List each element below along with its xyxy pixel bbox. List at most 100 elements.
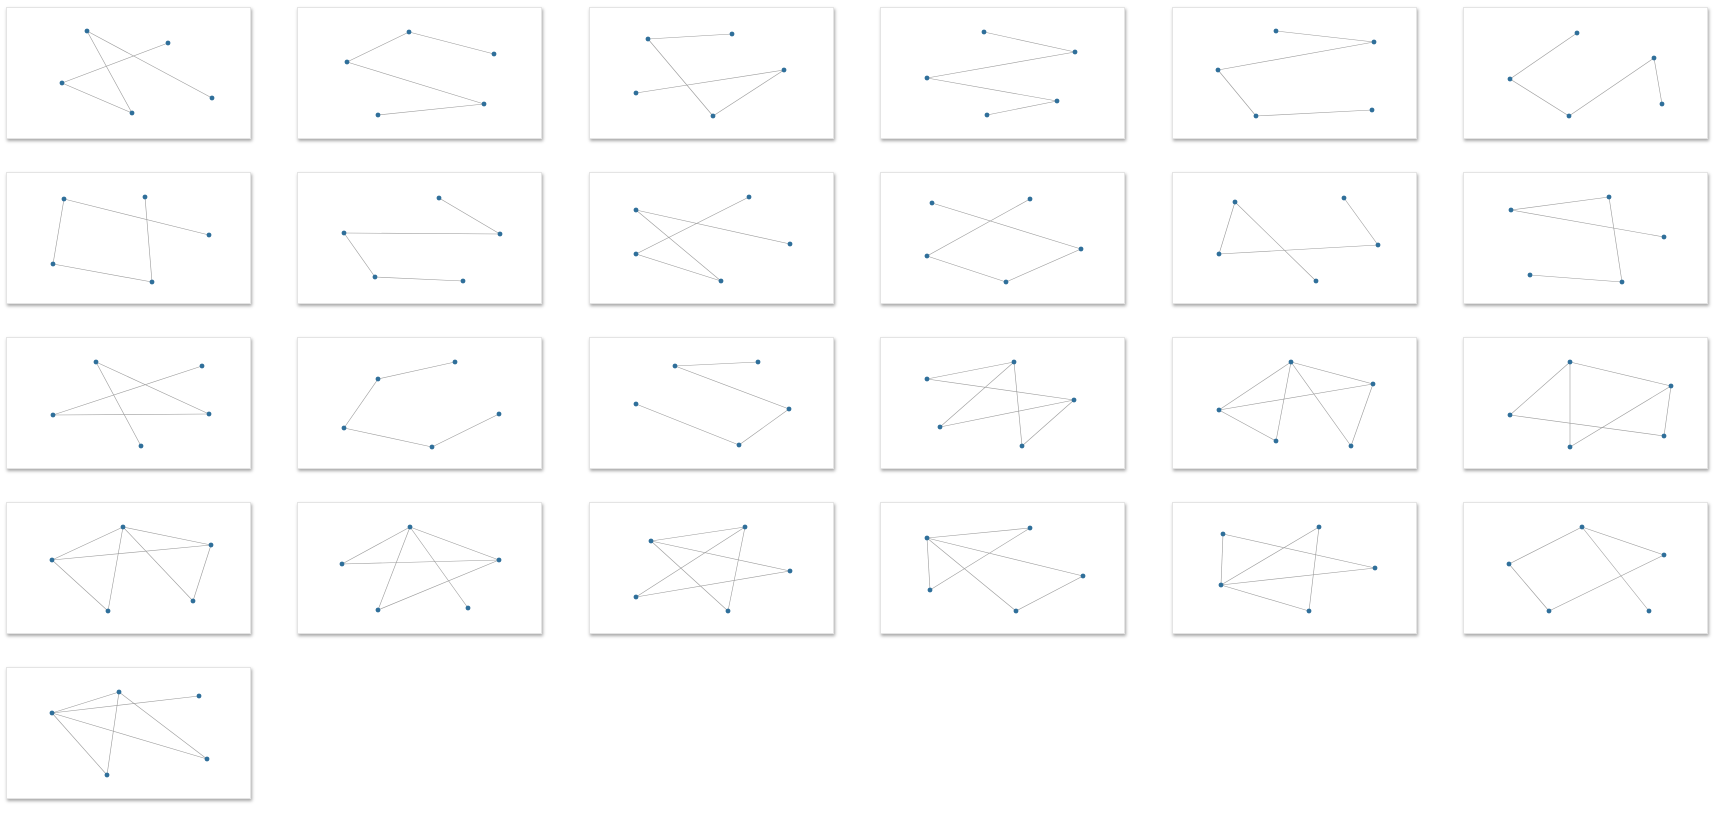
graph-node[interactable] <box>787 241 793 247</box>
graph-node[interactable] <box>786 406 792 412</box>
graph-node[interactable] <box>929 200 935 206</box>
graph-thumbnail[interactable] <box>1463 7 1708 139</box>
graph-node[interactable] <box>1507 76 1513 82</box>
graph-node[interactable] <box>1369 107 1375 113</box>
graph-node[interactable] <box>206 411 212 417</box>
graph-thumbnail[interactable] <box>589 7 834 139</box>
graph-node[interactable] <box>1619 279 1625 285</box>
graph-node[interactable] <box>341 425 347 431</box>
graph-node[interactable] <box>924 535 930 541</box>
graph-node[interactable] <box>1646 608 1652 614</box>
graph-node[interactable] <box>672 363 678 369</box>
graph-node[interactable] <box>104 772 110 778</box>
graph-node[interactable] <box>129 110 135 116</box>
graph-node[interactable] <box>1027 196 1033 202</box>
graph-thumbnail[interactable] <box>880 7 1125 139</box>
graph-thumbnail[interactable] <box>1463 502 1708 634</box>
graph-node[interactable] <box>648 538 654 544</box>
graph-node[interactable] <box>138 443 144 449</box>
graph-node[interactable] <box>196 693 202 699</box>
graph-node[interactable] <box>93 359 99 365</box>
graph-node[interactable] <box>742 524 748 530</box>
graph-node[interactable] <box>1606 194 1612 200</box>
graph-thumbnail[interactable] <box>880 337 1125 469</box>
graph-node[interactable] <box>1072 49 1078 55</box>
graph-node[interactable] <box>49 557 55 563</box>
graph-node[interactable] <box>924 253 930 259</box>
graph-node[interactable] <box>452 359 458 365</box>
graph-node[interactable] <box>755 359 761 365</box>
graph-node[interactable] <box>981 29 987 35</box>
graph-node[interactable] <box>924 376 930 382</box>
graph-node[interactable] <box>736 442 742 448</box>
graph-node[interactable] <box>375 376 381 382</box>
graph-thumbnail[interactable] <box>880 502 1125 634</box>
graph-node[interactable] <box>105 608 111 614</box>
graph-node[interactable] <box>496 411 502 417</box>
graph-node[interactable] <box>787 568 793 574</box>
graph-thumbnail[interactable] <box>589 337 834 469</box>
graph-node[interactable] <box>1567 444 1573 450</box>
graph-thumbnail[interactable] <box>6 502 251 634</box>
graph-node[interactable] <box>1078 246 1084 252</box>
graph-node[interactable] <box>165 40 171 46</box>
graph-node[interactable] <box>1054 98 1060 104</box>
graph-node[interactable] <box>1375 242 1381 248</box>
graph-thumbnail[interactable] <box>1172 172 1417 304</box>
graph-node[interactable] <box>49 710 55 716</box>
graph-node[interactable] <box>1288 359 1294 365</box>
graph-node[interactable] <box>491 51 497 57</box>
graph-node[interactable] <box>199 363 205 369</box>
graph-thumbnail[interactable] <box>1463 172 1708 304</box>
graph-node[interactable] <box>1019 443 1025 449</box>
graph-node[interactable] <box>116 689 122 695</box>
graph-node[interactable] <box>429 444 435 450</box>
graph-thumbnail[interactable] <box>880 172 1125 304</box>
graph-node[interactable] <box>190 598 196 604</box>
graph-node[interactable] <box>1216 251 1222 257</box>
graph-node[interactable] <box>1313 278 1319 284</box>
graph-node[interactable] <box>1370 381 1376 387</box>
graph-node[interactable] <box>149 279 155 285</box>
graph-node[interactable] <box>781 67 787 73</box>
graph-thumbnail[interactable] <box>6 337 251 469</box>
graph-thumbnail[interactable] <box>589 502 834 634</box>
graph-node[interactable] <box>633 594 639 600</box>
graph-node[interactable] <box>1661 234 1667 240</box>
graph-node[interactable] <box>436 195 442 201</box>
graph-thumbnail[interactable] <box>6 667 251 799</box>
graph-node[interactable] <box>1253 113 1259 119</box>
graph-node[interactable] <box>496 557 502 563</box>
graph-node[interactable] <box>1527 272 1533 278</box>
graph-thumbnail[interactable] <box>1172 337 1417 469</box>
graph-node[interactable] <box>1659 101 1665 107</box>
graph-node[interactable] <box>1579 524 1585 530</box>
graph-thumbnail[interactable] <box>6 172 251 304</box>
graph-node[interactable] <box>1348 443 1354 449</box>
graph-node[interactable] <box>1341 195 1347 201</box>
graph-thumbnail[interactable] <box>6 7 251 139</box>
graph-node[interactable] <box>341 230 347 236</box>
graph-node[interactable] <box>1371 39 1377 45</box>
graph-node[interactable] <box>372 274 378 280</box>
graph-node[interactable] <box>84 28 90 34</box>
graph-node[interactable] <box>407 524 413 530</box>
graph-node[interactable] <box>1661 433 1667 439</box>
graph-node[interactable] <box>375 607 381 613</box>
graph-node[interactable] <box>718 278 724 284</box>
graph-node[interactable] <box>1011 359 1017 365</box>
graph-node[interactable] <box>142 194 148 200</box>
graph-node[interactable] <box>1232 199 1238 205</box>
graph-node[interactable] <box>497 231 503 237</box>
graph-node[interactable] <box>1220 531 1226 537</box>
graph-thumbnail[interactable] <box>1463 337 1708 469</box>
graph-node[interactable] <box>1651 55 1657 61</box>
graph-node[interactable] <box>1071 397 1077 403</box>
graph-node[interactable] <box>924 75 930 81</box>
graph-node[interactable] <box>206 232 212 238</box>
graph-node[interactable] <box>61 196 67 202</box>
graph-node[interactable] <box>375 112 381 118</box>
graph-node[interactable] <box>1273 438 1279 444</box>
graph-node[interactable] <box>344 59 350 65</box>
graph-node[interactable] <box>460 278 466 284</box>
